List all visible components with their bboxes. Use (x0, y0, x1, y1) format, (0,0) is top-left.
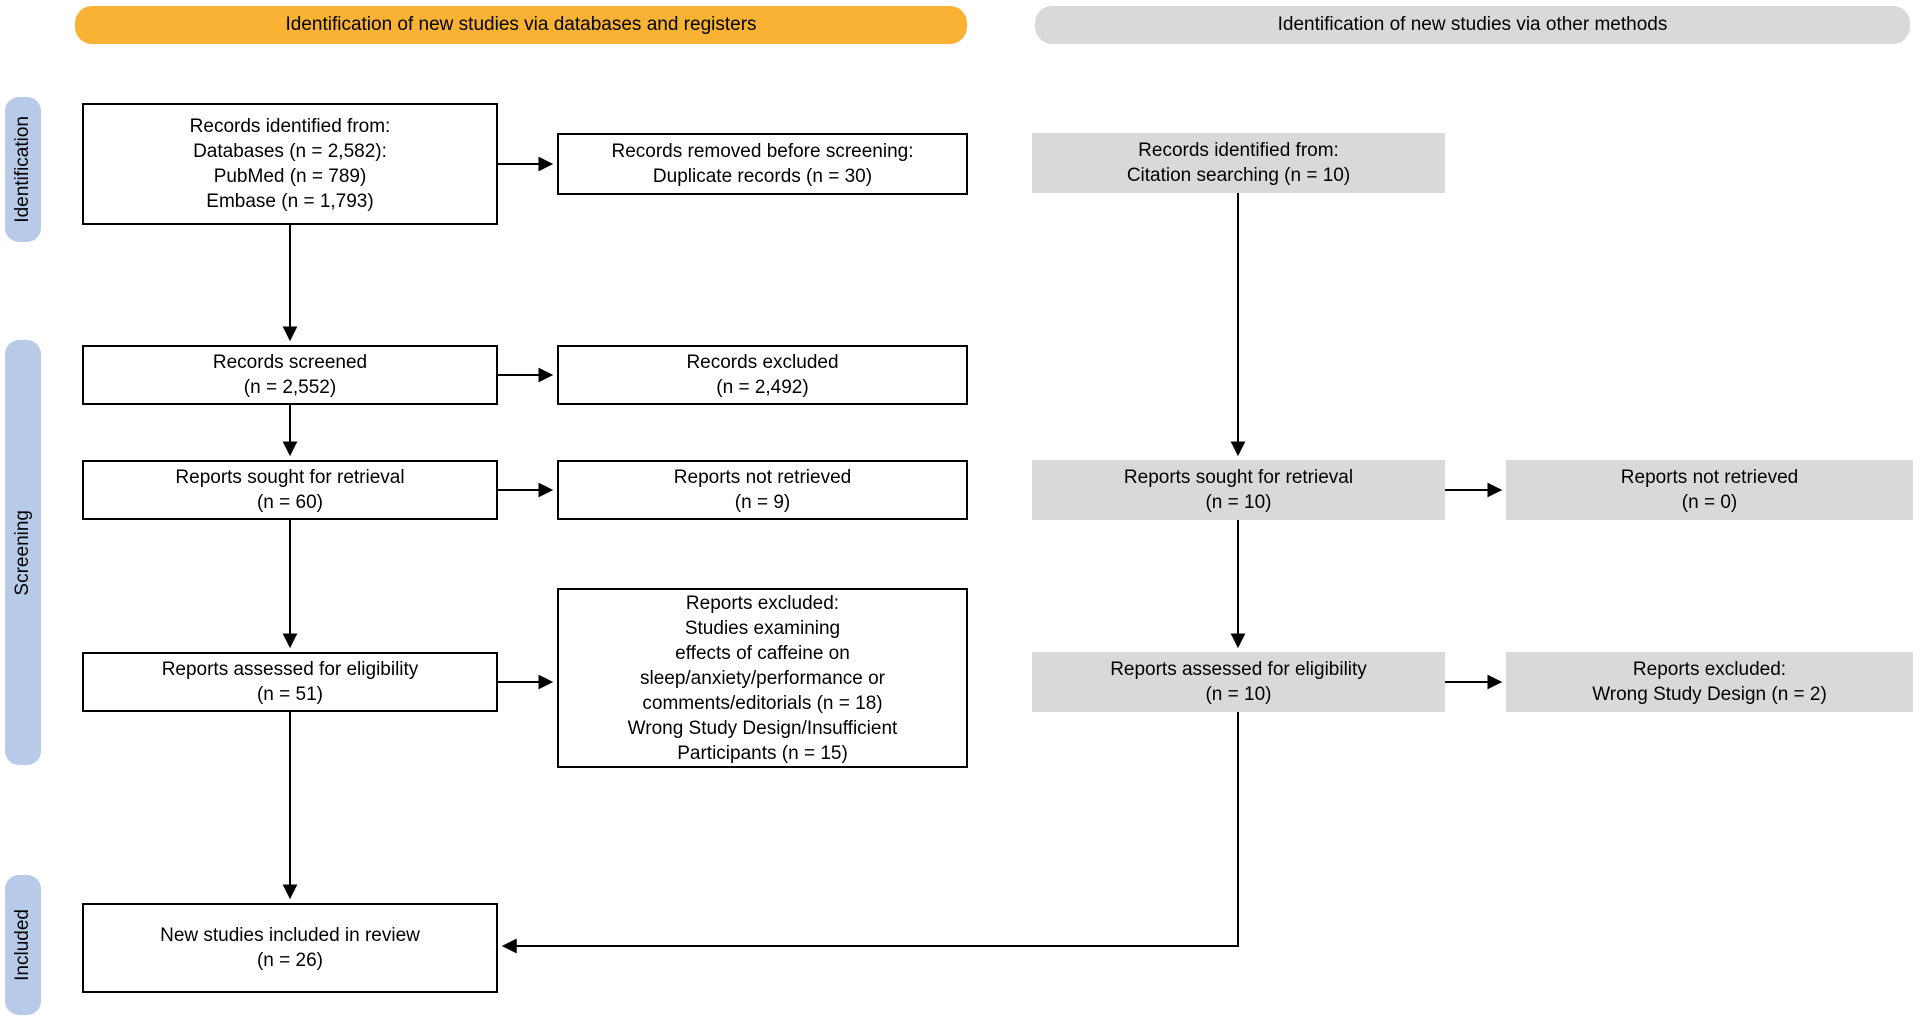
box-text-line: (n = 2,492) (716, 377, 809, 398)
box-text-line: Records excluded (686, 352, 839, 373)
box-reports-excluded-other: Reports excluded: Wrong Study Design (n … (1506, 652, 1913, 712)
box-text-line: Embase (n = 1,793) (206, 191, 374, 212)
box-text-line: PubMed (n = 789) (213, 166, 367, 187)
stage-label-identification: Identification (12, 116, 33, 223)
box-reports-assessed-other: Reports assessed for eligibility (n = 10… (1032, 652, 1445, 712)
stage-ribbon-identification: Identification (5, 97, 41, 242)
stage-label-screening: Screening (12, 509, 33, 596)
box-text-line: Reports excluded: (685, 592, 840, 614)
banner-other-methods: Identification of new studies via other … (1035, 6, 1910, 44)
box-reports-not-retrieved-databases: Reports not retrieved (n = 9) (557, 460, 968, 520)
box-reports-sought-other: Reports sought for retrieval (n = 10) (1032, 460, 1445, 520)
stage-ribbon-included: Included (5, 875, 41, 1015)
box-reports-not-retrieved-other: Reports not retrieved (n = 0) (1506, 460, 1913, 520)
stage-ribbon-screening: Screening (5, 340, 41, 765)
box-records-removed-before-screening: Records removed before screening: Duplic… (557, 133, 968, 195)
box-text-line: Records identified from: (189, 116, 391, 137)
box-text-line: New studies included in review (160, 925, 420, 946)
box-text-line: comments/editorials (n = 18) (642, 692, 883, 714)
box-text-line: (n = 0) (1681, 492, 1738, 513)
box-new-studies-included: New studies included in review (n = 26) (82, 903, 498, 993)
box-reports-sought-databases: Reports sought for retrieval (n = 60) (82, 460, 498, 520)
banner-other-label: Identification of new studies via other … (1277, 14, 1668, 35)
box-text-line: Wrong Study Design/Insufficient (627, 717, 898, 739)
box-text-line: (n = 2,552) (243, 377, 337, 398)
box-reports-excluded-databases: Reports excluded: Studies examining effe… (557, 588, 968, 768)
box-text-line: Reports sought for retrieval (175, 467, 405, 488)
box-text-line: Citation searching (n = 10) (1126, 165, 1351, 186)
box-text-line: Records screened (212, 352, 368, 373)
box-records-excluded: Records excluded (n = 2,492) (557, 345, 968, 405)
box-text-line: Reports assessed for eligibility (161, 659, 419, 680)
box-records-screened: Records screened (n = 2,552) (82, 345, 498, 405)
box-text-line: (n = 26) (256, 950, 323, 971)
box-text-line: effects of caffeine on (675, 642, 850, 664)
box-text-line: Reports sought for retrieval (1123, 467, 1354, 488)
box-text-line: (n = 9) (734, 492, 791, 513)
box-text-line: Records identified from: (1138, 140, 1339, 161)
box-records-identified-databases: Records identified from: Databases (n = … (82, 103, 498, 225)
box-text-line: Reports not retrieved (1620, 467, 1799, 488)
arrow-other-methods-to-included (501, 712, 1239, 954)
box-text-line: (n = 10) (1205, 492, 1272, 513)
box-text-line: Duplicate records (n = 30) (652, 166, 873, 187)
box-text-line: Reports excluded: (1632, 659, 1787, 680)
box-text-line: sleep/anxiety/performance or (639, 667, 885, 689)
banner-databases-label: Identification of new studies via databa… (285, 14, 757, 35)
box-text-line: Studies examining (684, 617, 841, 639)
box-text-line: (n = 10) (1205, 684, 1272, 705)
banner-databases-registers: Identification of new studies via databa… (75, 6, 967, 44)
box-text-line: (n = 51) (256, 684, 323, 705)
box-records-identified-citation: Records identified from: Citation search… (1032, 133, 1445, 193)
box-text-line: Reports assessed for eligibility (1110, 659, 1367, 680)
box-text-line: (n = 60) (256, 492, 323, 513)
box-text-line: Participants (n = 15) (677, 742, 848, 764)
box-text-line: Wrong Study Design (n = 2) (1592, 684, 1827, 705)
box-text-line: Databases (n = 2,582): (193, 141, 387, 162)
stage-label-included: Included (12, 909, 33, 981)
box-text-line: Reports not retrieved (673, 467, 852, 488)
box-text-line: Records removed before screening: (611, 141, 914, 162)
box-reports-assessed-databases: Reports assessed for eligibility (n = 51… (82, 652, 498, 712)
